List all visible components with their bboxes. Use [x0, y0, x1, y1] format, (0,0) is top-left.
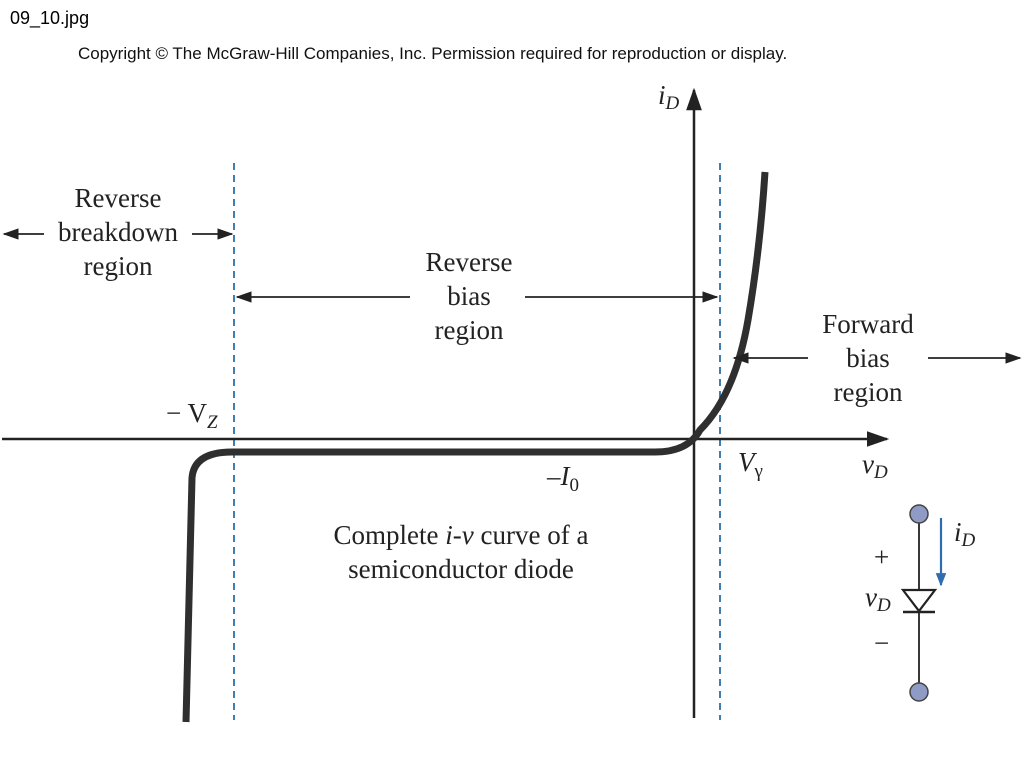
diode-minus-sign: −	[874, 628, 889, 658]
forward-bias-label-line3: region	[834, 377, 903, 407]
caption-line2: semiconductor diode	[348, 554, 574, 584]
reverse-bias-label-line2: bias	[447, 281, 491, 311]
diode-plus-sign: +	[874, 542, 889, 572]
reverse-bias-label-line1: Reverse	[426, 247, 513, 277]
iv-curve	[182, 171, 769, 723]
neg-i0-label: –I0	[546, 461, 579, 496]
forward-bias-label-line2: bias	[846, 343, 890, 373]
copyright-notice: Copyright © The McGraw-Hill Companies, I…	[78, 44, 788, 63]
vgamma-label: Vγ	[738, 447, 763, 482]
diode-current-label: iD	[954, 517, 976, 551]
reverse-bias-label-line3: region	[435, 315, 504, 345]
reverse-breakdown-label-line1: Reverse	[75, 183, 162, 213]
reverse-breakdown-label-line3: region	[84, 251, 153, 281]
caption-line1: Complete i-v curve of a	[334, 520, 589, 550]
terminal-top-icon	[909, 504, 929, 524]
terminal-bottom-icon	[909, 682, 929, 702]
x-axis-label: vD	[862, 449, 888, 483]
diode-symbol	[900, 504, 947, 702]
y-axis-label: iD	[658, 80, 680, 114]
diode-triangle	[900, 588, 938, 613]
image-filename: 09_10.jpg	[10, 8, 90, 28]
diode-voltage-label: vD	[865, 582, 891, 616]
forward-bias-label-line1: Forward	[822, 309, 914, 339]
neg-vz-label: − VZ	[166, 398, 218, 433]
reverse-breakdown-label-line2: breakdown	[58, 217, 178, 247]
